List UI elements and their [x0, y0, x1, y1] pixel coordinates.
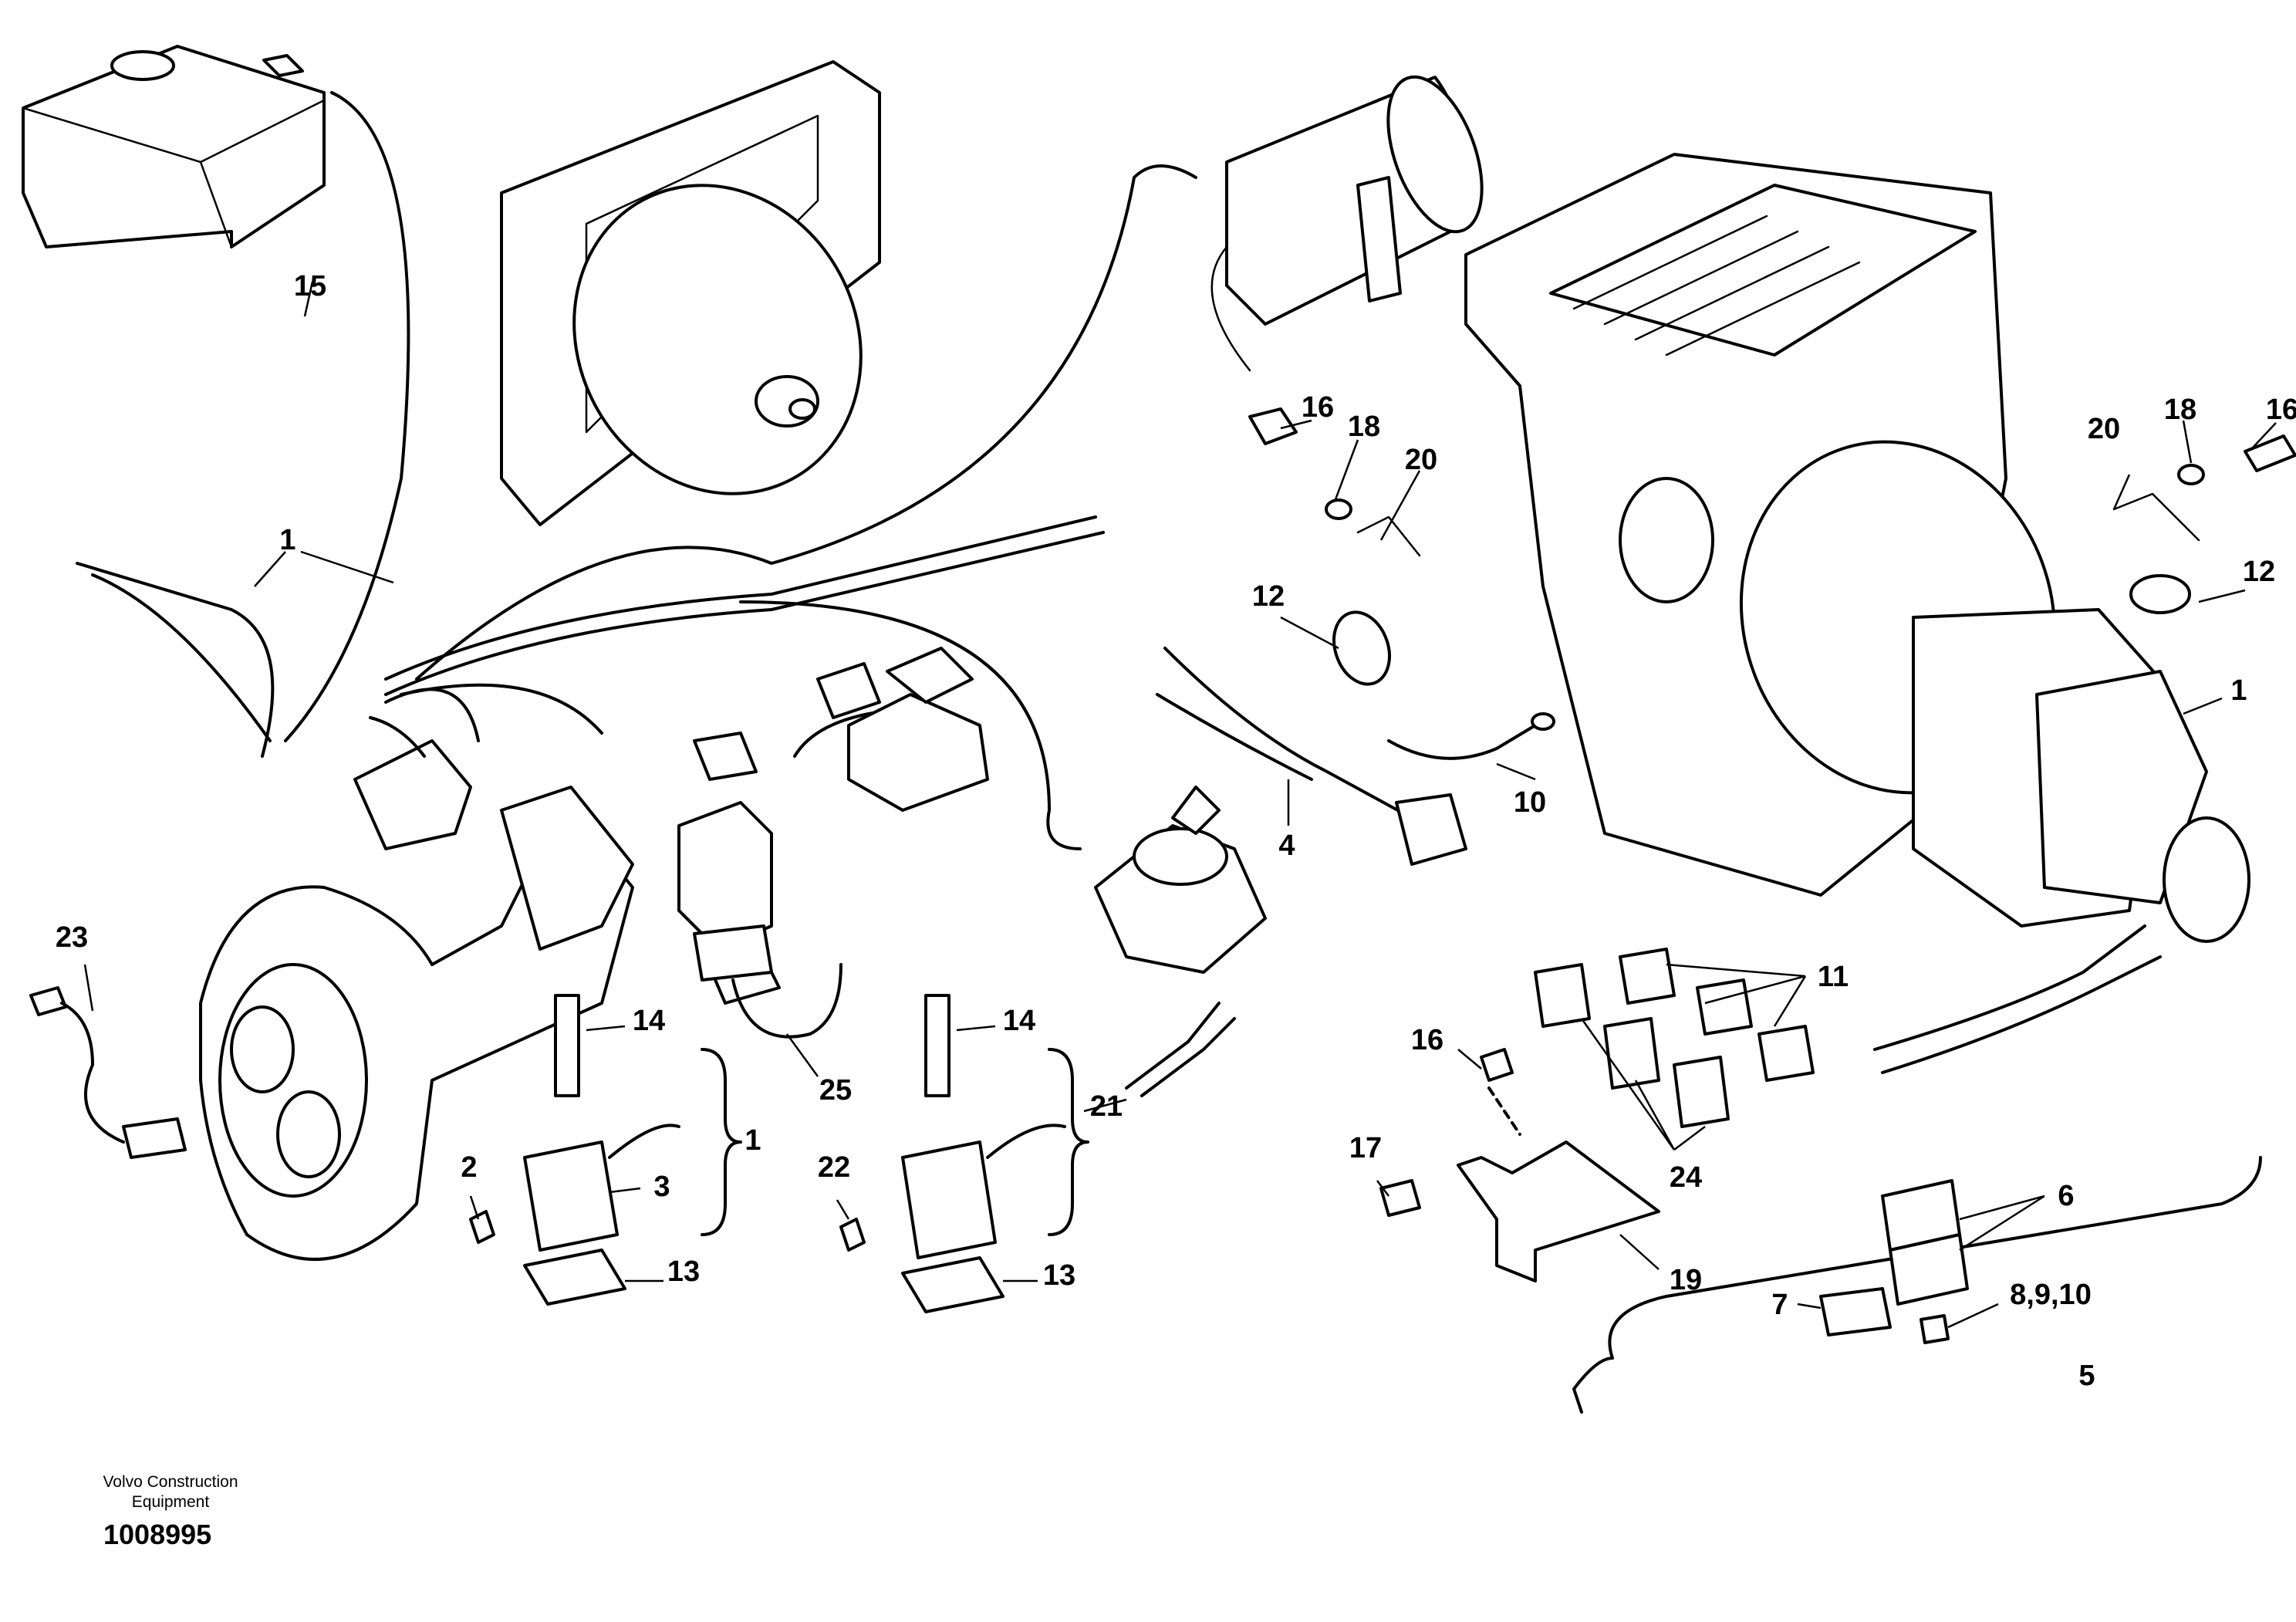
callout-4: 4	[1278, 830, 1295, 862]
hydraulic-pump	[199, 739, 634, 1261]
callout-17: 17	[1349, 1132, 1382, 1164]
callout-1-brace: 1	[745, 1124, 761, 1157]
footer: Volvo Construction Equipment 1008995	[74, 1472, 267, 1551]
relays	[1534, 948, 1815, 1128]
callout-16-a: 16	[1302, 391, 1334, 424]
ground-cable	[1387, 724, 1537, 760]
callout-13-a: 13	[667, 1255, 700, 1288]
callout-24: 24	[1670, 1161, 1702, 1194]
bracket-19	[1379, 1048, 1660, 1282]
callout-13-b: 13	[1043, 1259, 1075, 1292]
leader-lines	[83, 281, 2277, 1329]
callout-2: 2	[461, 1151, 477, 1184]
callout-1-tank: 1	[279, 524, 295, 556]
brace-21	[1048, 1048, 1089, 1236]
radiator-fan	[500, 60, 881, 526]
callout-11: 11	[1818, 961, 1849, 993]
callout-10: 10	[1514, 786, 1546, 819]
callout-16-c: 16	[1411, 1024, 1443, 1056]
company-name-line1: Volvo Construction	[103, 1473, 238, 1491]
cable-lug	[1531, 712, 1555, 731]
callout-18-a: 18	[1348, 411, 1380, 443]
callout-14-a: 14	[633, 1005, 665, 1037]
callout-1-engine: 1	[2230, 674, 2247, 707]
callout-14-b: 14	[1003, 1005, 1035, 1037]
pigtail-lower-right	[1873, 924, 2162, 1074]
callout-21: 21	[1090, 1090, 1123, 1123]
coil-assembly-1	[469, 994, 680, 1306]
pigtail-21	[1125, 1002, 1236, 1097]
callout-20-a: 20	[1405, 444, 1437, 476]
brace-5	[1572, 1156, 2262, 1414]
callout-5: 5	[2078, 1360, 2095, 1392]
callout-12-a: 12	[1252, 580, 1285, 613]
callout-20-b: 20	[2088, 413, 2120, 445]
plug-25	[693, 924, 842, 1039]
fuel-tank	[22, 45, 326, 248]
callout-22: 22	[818, 1151, 850, 1184]
speed-sensor	[29, 986, 187, 1159]
callout-7: 7	[1771, 1289, 1788, 1321]
coil-assembly-2	[839, 994, 1066, 1313]
air-filter	[1210, 75, 1484, 372]
solenoid-valves	[677, 647, 989, 1005]
fuse-box	[1819, 1179, 1969, 1344]
callout-16-b: 16	[2266, 394, 2296, 426]
brace-1	[701, 1048, 742, 1236]
callout-23: 23	[56, 921, 88, 954]
sensor	[1094, 786, 1267, 974]
callout-labels: 15 1 16 18 20 12 16 18 20 12 1 10 4 23 1…	[56, 270, 2296, 1392]
callout-3: 3	[653, 1171, 670, 1203]
callout-6: 6	[2058, 1180, 2074, 1212]
connector-harness	[1156, 647, 1467, 866]
wiring-harness	[76, 91, 1197, 850]
engine-block	[1464, 153, 2250, 943]
clamp-set-b	[2112, 434, 2296, 614]
callout-15: 15	[294, 270, 326, 302]
callout-8-9-10: 8,9,10	[2010, 1279, 2092, 1311]
callout-12-b: 12	[2243, 556, 2275, 588]
clamp-set-a	[1248, 407, 1421, 686]
callout-18-b: 18	[2164, 394, 2196, 426]
company-name-line2: Equipment	[131, 1493, 210, 1511]
callout-25: 25	[819, 1074, 852, 1107]
document-number: 1008995	[103, 1519, 212, 1550]
callout-19: 19	[1670, 1264, 1702, 1296]
